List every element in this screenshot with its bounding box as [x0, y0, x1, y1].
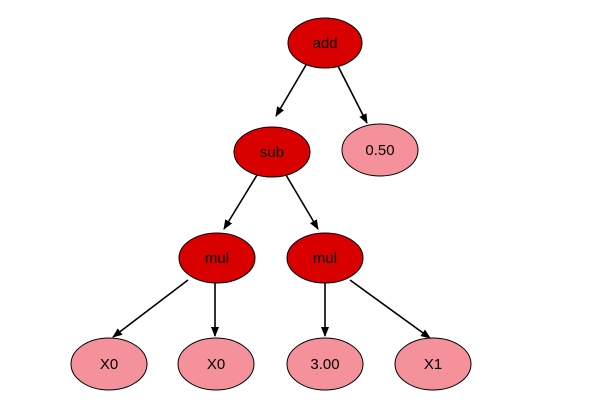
node-add: add	[287, 17, 363, 69]
node-const-050-label: 0.50	[365, 142, 394, 159]
node-sub-label: sub	[260, 144, 284, 161]
node-x1: X1	[394, 337, 472, 391]
edge-sub-to-mul-right	[285, 174, 319, 230]
node-mul-right: mul	[286, 232, 364, 284]
node-x0-b-label: X0	[207, 356, 225, 373]
node-add-label: add	[312, 35, 337, 52]
edge-mul-left-to-x0-a	[112, 279, 189, 338]
node-mul-left: mul	[178, 232, 256, 284]
node-const-300: 3.00	[286, 337, 364, 391]
edge-sub-to-mul-left	[223, 174, 258, 230]
node-x1-label: X1	[424, 356, 442, 373]
node-x0-a-label: X0	[100, 356, 118, 373]
edges	[112, 64, 431, 339]
node-const-300-label: 3.00	[310, 356, 339, 373]
edge-add-to-const-050	[337, 65, 368, 124]
node-x0-a: X0	[70, 337, 148, 391]
node-sub: sub	[233, 126, 311, 178]
node-mul-left-label: mul	[205, 250, 229, 267]
node-x0-b: X0	[177, 337, 255, 391]
edge-mul-right-to-x1	[349, 279, 431, 339]
node-mul-right-label: mul	[313, 250, 337, 267]
node-const-050: 0.50	[341, 123, 419, 177]
edge-add-to-sub	[275, 64, 307, 117]
